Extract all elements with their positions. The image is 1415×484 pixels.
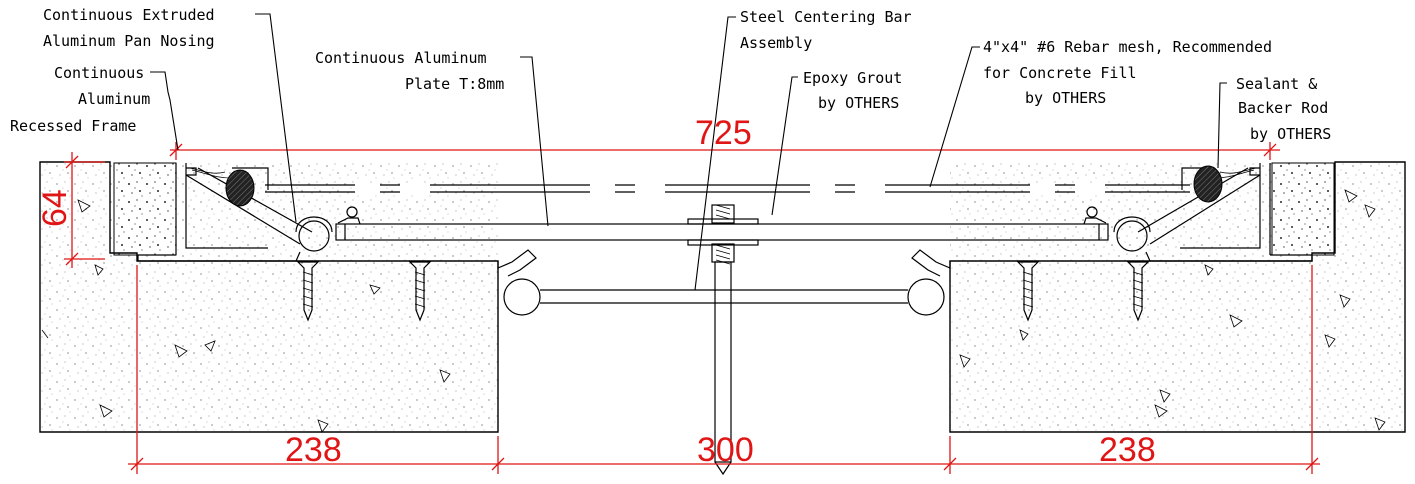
label-centering-bar-2: Assembly [740,34,812,52]
dim-depth [64,152,105,268]
dim-left-slab-label: 238 [285,431,342,469]
dim-depth-label: 64 [36,189,74,227]
label-frame-2: Aluminum [78,90,150,108]
dim-gap-label: 300 [697,431,754,469]
label-rebar-3: by OTHERS [1025,89,1106,107]
label-sealant-2: Backer Rod [1238,99,1328,117]
dim-bottom [128,265,1320,474]
center-anchor-bolt [687,204,759,476]
label-pan-nosing-2: Aluminum Pan Nosing [43,32,215,50]
left-hinge-icon [298,220,330,252]
label-pan-nosing: Continuous Extruded [43,6,215,24]
right-hinge-icon [1116,220,1148,252]
left-nosing-blockout [113,162,177,256]
screw-icon [408,261,432,322]
dim-right-slab-label: 238 [1099,431,1156,469]
left-edge-nosing [497,249,541,316]
left-concrete-slab [39,161,499,433]
dim-overall [169,142,1280,160]
left-sealant-icon [225,169,255,207]
steel-centering-bar [540,289,908,304]
screw-icon [1126,261,1150,322]
rebar-dash-pattern [355,183,1105,194]
label-grout: Epoxy Grout [803,69,902,87]
right-concrete-slab [949,161,1406,433]
label-plate: Continuous Aluminum [315,49,487,67]
right-nosing-blockout [1271,162,1335,256]
right-edge-nosing [907,249,951,316]
screw-icon [1016,261,1040,322]
dim-overall-label: 725 [695,114,752,152]
label-rebar: 4"x4" #6 Rebar mesh, Recommended [983,38,1272,56]
label-grout-2: by OTHERS [818,94,899,112]
right-aluminum-frame [1137,163,1313,262]
label-rebar-2: for Concrete Fill [983,64,1137,82]
left-aluminum-frame [137,163,313,262]
right-sealant-icon [1193,165,1223,203]
label-sealant: Sealant & [1236,75,1317,93]
label-sealant-3: by OTHERS [1250,125,1331,143]
label-centering-bar: Steel Centering Bar [740,8,912,26]
leader-lines [150,13,1227,291]
label-frame-3: Recessed Frame [10,117,136,135]
screw-icon [296,261,320,322]
label-frame: Continuous [54,64,144,82]
label-plate-2: Plate T:8mm [405,75,504,93]
